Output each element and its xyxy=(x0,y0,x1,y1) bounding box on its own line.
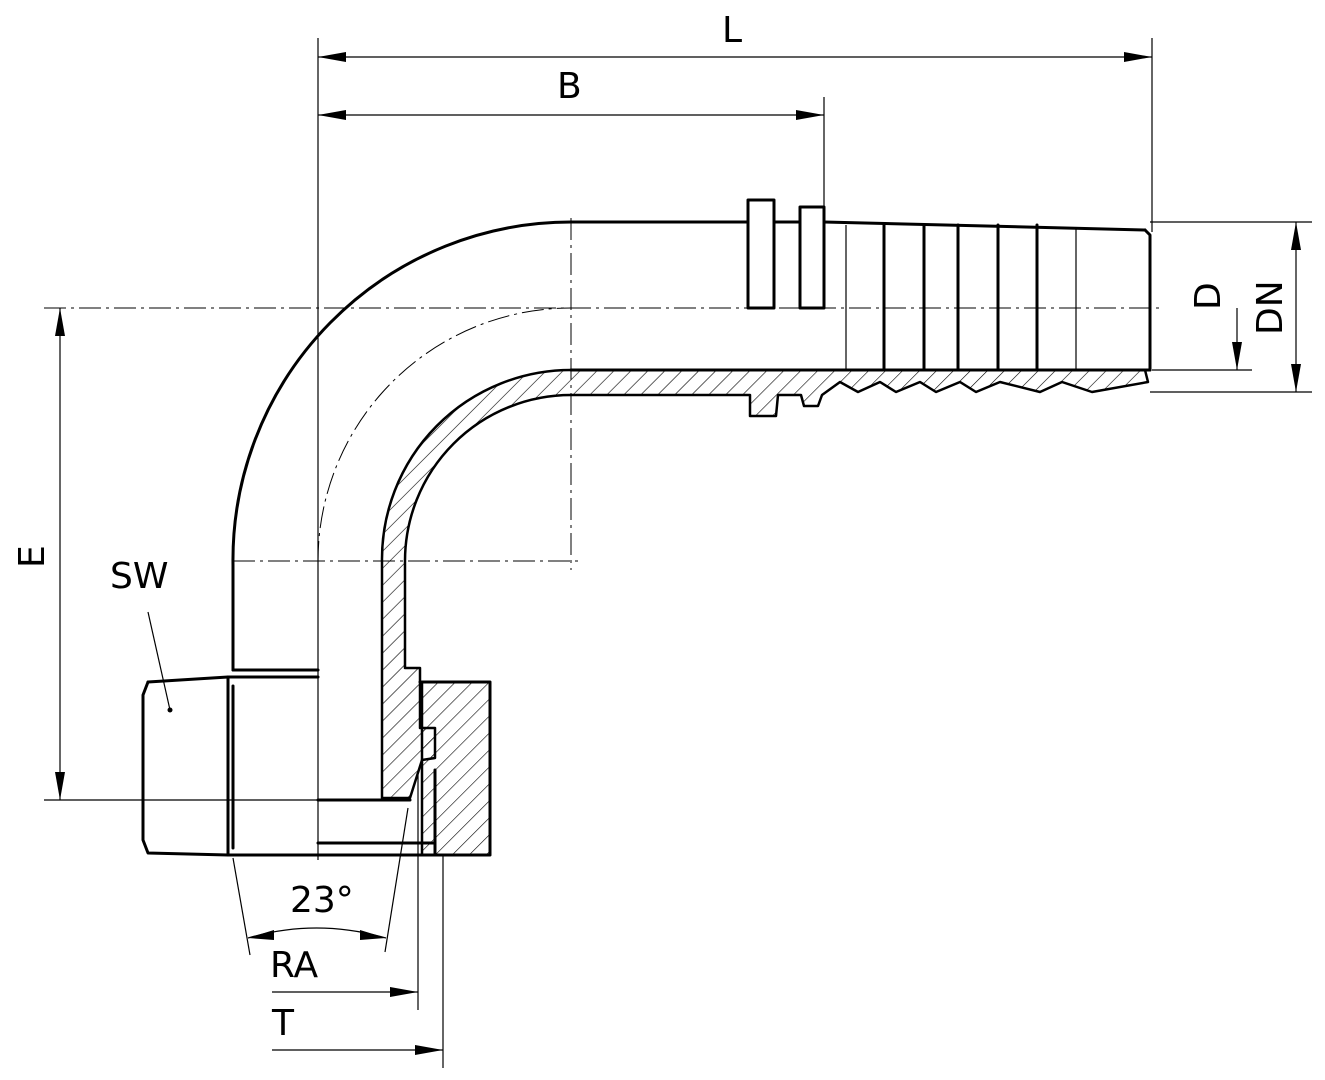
label-SW: SW xyxy=(110,556,168,597)
label-L: L xyxy=(722,10,742,51)
label-RA: RA xyxy=(270,945,319,986)
label-B: B xyxy=(557,66,582,107)
label-DN: DN xyxy=(1250,280,1291,335)
label-T: T xyxy=(271,1003,295,1044)
label-angle: 23° xyxy=(290,880,354,921)
label-E: E xyxy=(12,545,53,568)
dimensions xyxy=(55,52,1301,1055)
elbow-body xyxy=(231,220,1152,672)
label-D: D xyxy=(1188,282,1229,310)
barb-collars xyxy=(746,198,1147,372)
centerlines xyxy=(44,218,1160,668)
inner-wall-section xyxy=(380,368,1150,800)
extension-lines xyxy=(44,38,1312,1068)
swivel-nut xyxy=(141,611,492,857)
